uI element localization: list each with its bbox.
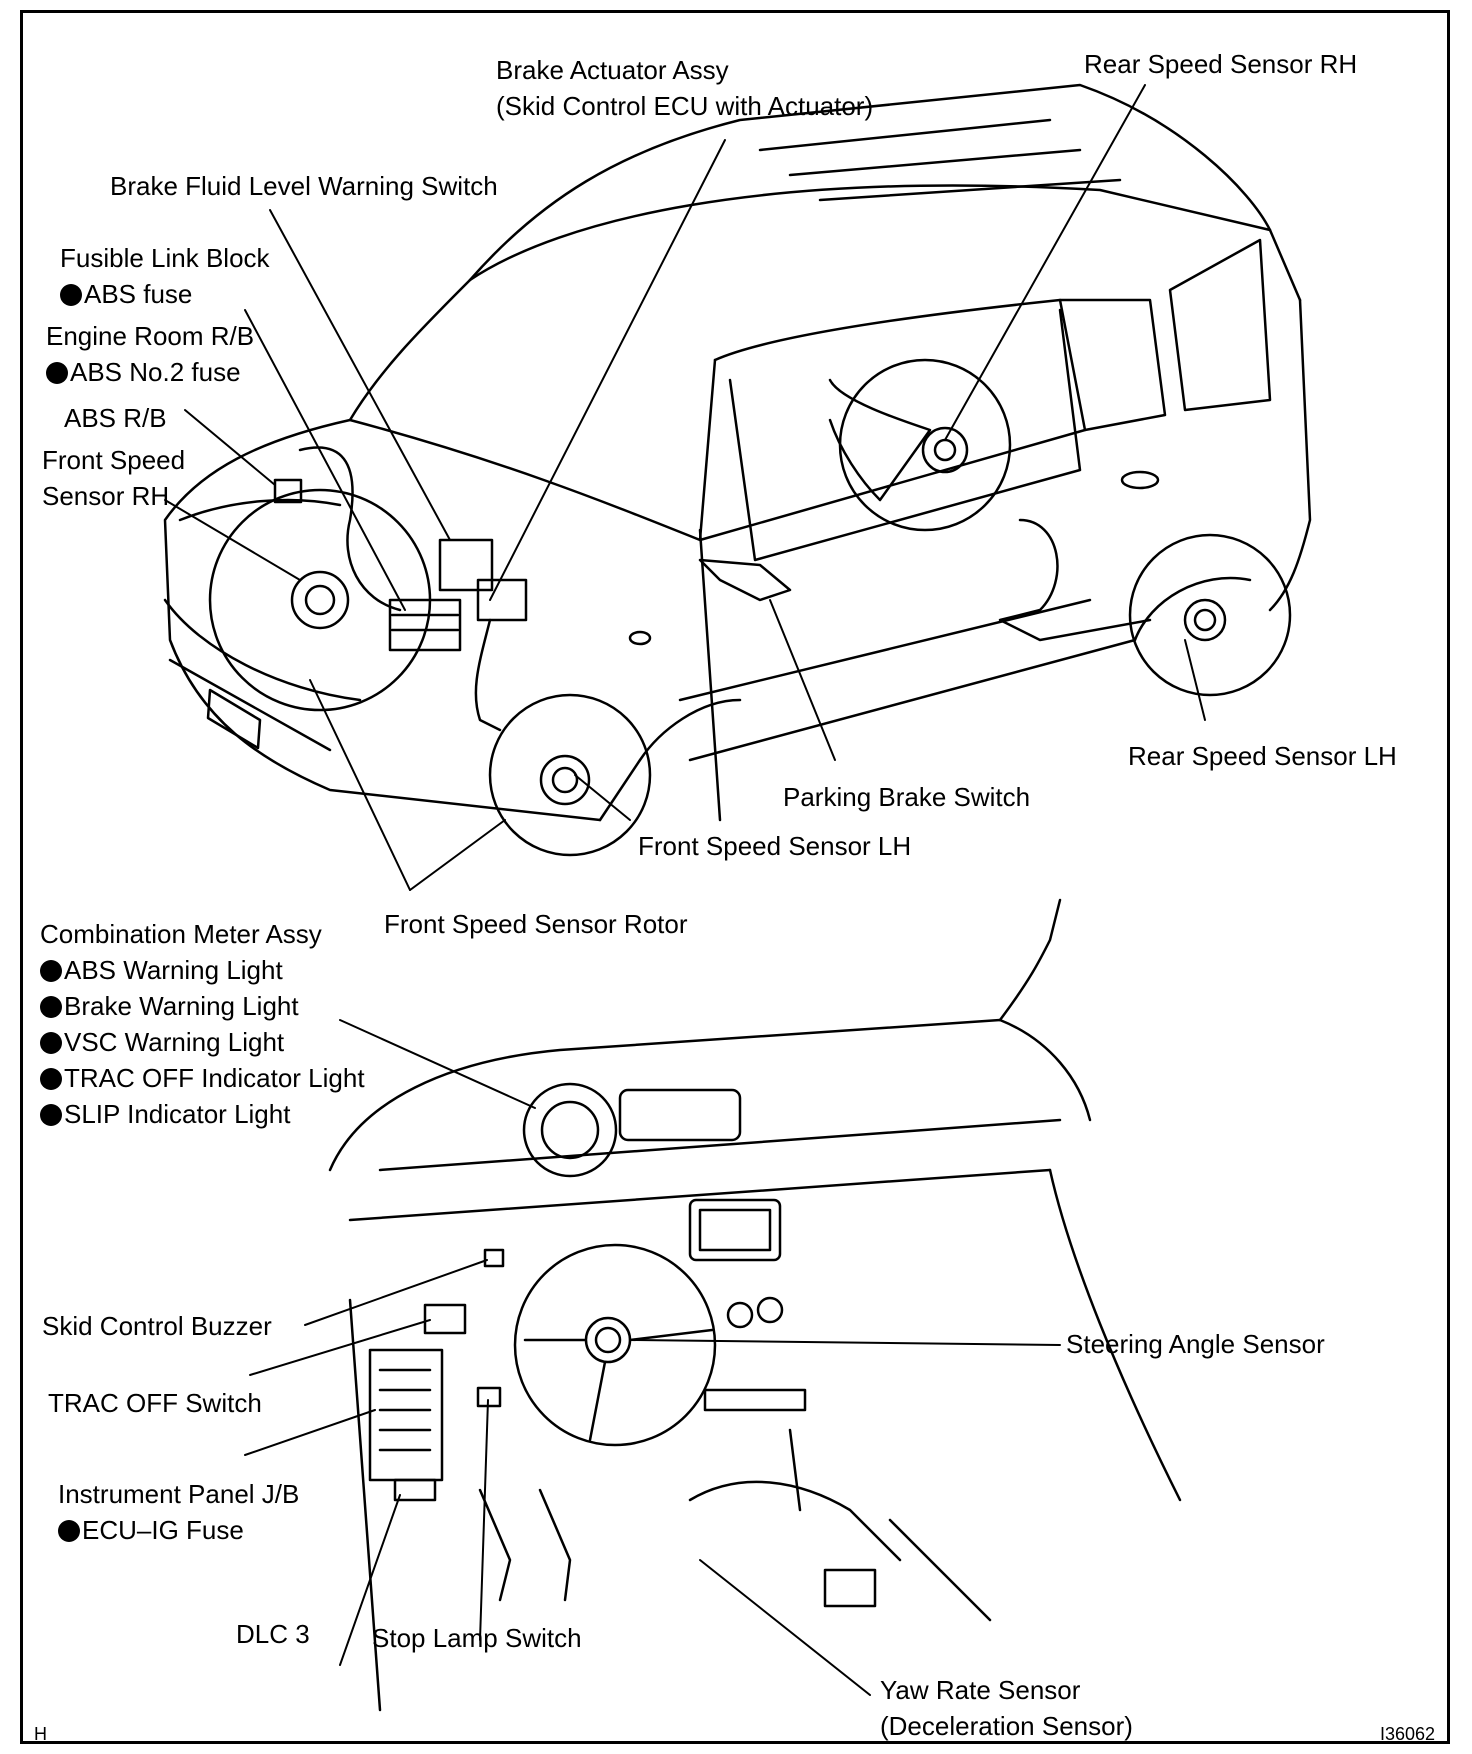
label-text: ABS fuse xyxy=(84,279,193,309)
label-stop-lamp-switch: Stop Lamp Switch xyxy=(372,1623,582,1653)
label-line: Sensor RH xyxy=(42,481,170,511)
label-line: Front Speed xyxy=(42,445,186,475)
dashboard-body xyxy=(328,898,1182,1712)
label-text: ABS Warning Light xyxy=(64,955,283,985)
label-text: SLIP Indicator Light xyxy=(64,1099,291,1129)
label-front-speed-sensor-rotor: Front Speed Sensor Rotor xyxy=(384,909,688,939)
label-abs-fuse: ABS fuse xyxy=(60,276,192,312)
label-slip-indicator-light: SLIP Indicator Light xyxy=(40,1096,290,1132)
label-trac-off-indicator-light: TRAC OFF Indicator Light xyxy=(40,1060,365,1096)
label-ecu-ig-fuse: ECU–IG Fuse xyxy=(58,1512,244,1548)
label-rear-speed-sensor-rh: Rear Speed Sensor RH xyxy=(1084,49,1358,79)
label-text: VSC Warning Light xyxy=(64,1027,285,1057)
label-steering-angle-sensor: Steering Angle Sensor xyxy=(1066,1329,1325,1359)
bullet-icon xyxy=(40,1104,62,1126)
label-front-speed-sensor-lh: Front Speed Sensor LH xyxy=(638,831,912,861)
vehicle-body xyxy=(163,83,1312,857)
label-brake-fluid-level-warning-switch: Brake Fluid Level Warning Switch xyxy=(110,171,498,201)
corner-mark: H xyxy=(34,1724,47,1744)
label-brake-actuator-assy: Brake Actuator Assy (Skid Control ECU wi… xyxy=(496,52,873,124)
label-skid-control-buzzer: Skid Control Buzzer xyxy=(42,1311,272,1341)
diagram-frame xyxy=(20,10,1450,1744)
label-front-speed-sensor-rh: Front Speed Sensor RH xyxy=(42,442,185,514)
label-text: ECU–IG Fuse xyxy=(82,1515,244,1545)
label-fusible-link-block: Fusible Link Block xyxy=(60,243,270,273)
label-parking-brake-switch: Parking Brake Switch xyxy=(783,782,1031,812)
label-rear-speed-sensor-lh: Rear Speed Sensor LH xyxy=(1128,741,1397,771)
label-engine-room-rb: Engine Room R/B xyxy=(46,321,255,351)
bullet-icon xyxy=(58,1520,80,1542)
label-abs-rb: ABS R/B xyxy=(64,403,167,433)
label-abs-no2-fuse: ABS No.2 fuse xyxy=(46,354,241,390)
label-combination-meter-assy: Combination Meter Assy xyxy=(40,919,322,949)
figure-code: I36062 xyxy=(1380,1724,1436,1744)
label-line: Yaw Rate Sensor xyxy=(880,1675,1081,1705)
upper-leader-lines xyxy=(164,84,1206,891)
label-vsc-warning-light: VSC Warning Light xyxy=(40,1024,284,1060)
label-text: TRAC OFF Indicator Light xyxy=(64,1063,365,1093)
label-text: Brake Warning Light xyxy=(64,991,299,1021)
bullet-icon xyxy=(40,1032,62,1054)
lower-leader-lines xyxy=(244,1019,1061,1696)
label-yaw-rate-sensor: Yaw Rate Sensor (Deceleration Sensor) xyxy=(880,1672,1133,1744)
label-line: (Deceleration Sensor) xyxy=(880,1711,1133,1741)
bullet-icon xyxy=(60,284,82,306)
label-brake-warning-light: Brake Warning Light xyxy=(40,988,299,1024)
bullet-icon xyxy=(40,996,62,1018)
bullet-icon xyxy=(40,960,62,982)
label-abs-warning-light: ABS Warning Light xyxy=(40,952,283,988)
bullet-icon xyxy=(40,1068,62,1090)
label-instrument-panel-jb: Instrument Panel J/B xyxy=(58,1479,300,1509)
label-line: (Skid Control ECU with Actuator) xyxy=(496,91,874,121)
label-line: Brake Actuator Assy xyxy=(496,55,729,85)
label-trac-off-switch: TRAC OFF Switch xyxy=(48,1388,262,1418)
label-text: ABS No.2 fuse xyxy=(70,357,241,387)
bullet-icon xyxy=(46,362,68,384)
label-dlc3: DLC 3 xyxy=(236,1619,310,1649)
